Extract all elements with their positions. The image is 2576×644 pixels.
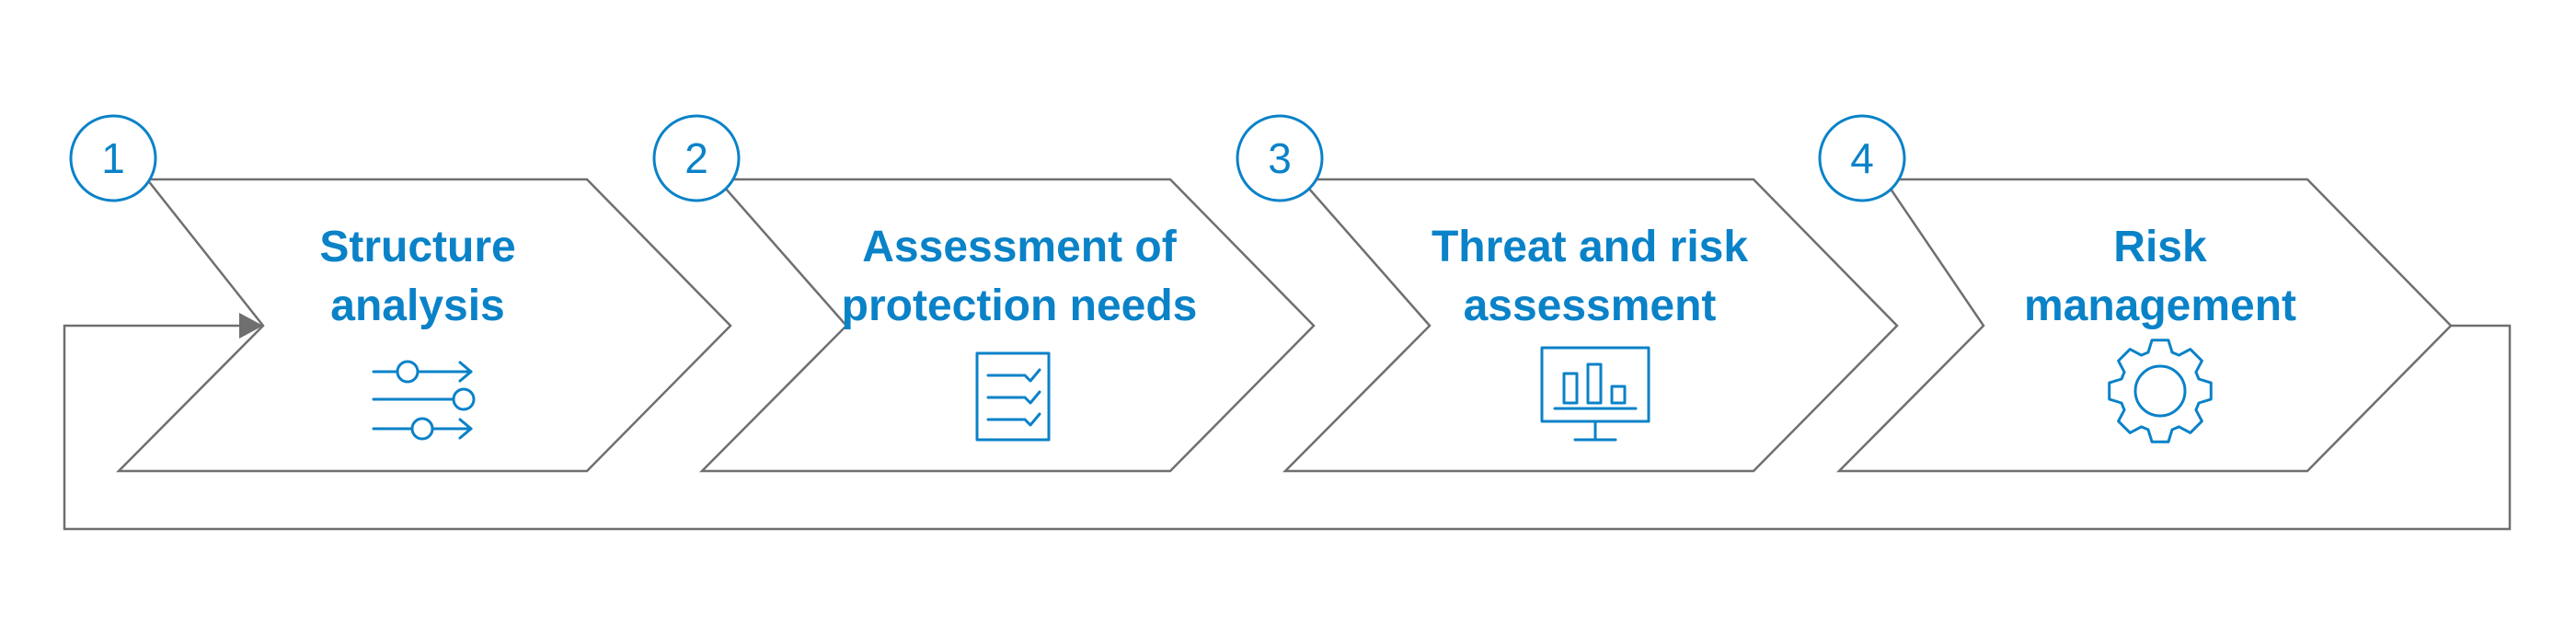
step-2-title-line2: protection needs	[842, 282, 1198, 330]
step-2: 2 Assessment of protection needs	[652, 114, 1316, 473]
step-4-number-circle	[1818, 114, 1906, 202]
step-4: 4 Risk management	[1818, 114, 2453, 473]
step-3-number: 3	[1268, 134, 1292, 182]
feedback-arrowhead	[239, 313, 263, 339]
sliders-icon	[372, 360, 476, 441]
step-3-title-line1: Threat and risk	[1432, 223, 1748, 271]
step-4-number: 4	[1850, 134, 1874, 182]
step-1-number-circle	[69, 114, 157, 202]
step-3-chevron	[1282, 178, 1899, 473]
step-1-chevron	[115, 178, 732, 473]
step-4-chevron	[1835, 178, 2453, 473]
step-2-number-circle	[652, 114, 741, 202]
step-2-title-line1: Assessment of	[862, 223, 1177, 271]
step-1-title-line1: Structure	[319, 223, 515, 271]
step-1: 1 Structure analysis	[69, 114, 732, 473]
step-2-number: 2	[684, 134, 708, 182]
step-1-title-line2: analysis	[330, 282, 504, 330]
checklist-icon	[975, 351, 1051, 442]
step-2-chevron	[698, 178, 1316, 473]
feedback-loop-line	[63, 324, 2512, 531]
step-1-number: 1	[101, 134, 125, 182]
step-3: 3 Threat and risk assessment	[1236, 114, 1899, 473]
step-3-number-circle	[1236, 114, 1324, 202]
monitor-chart-icon	[1540, 346, 1650, 442]
step-4-title-line1: Risk	[2113, 223, 2207, 271]
gear-icon	[2108, 339, 2213, 443]
step-3-title-line2: assessment	[1464, 282, 1717, 330]
step-4-title-line2: management	[2024, 282, 2296, 330]
